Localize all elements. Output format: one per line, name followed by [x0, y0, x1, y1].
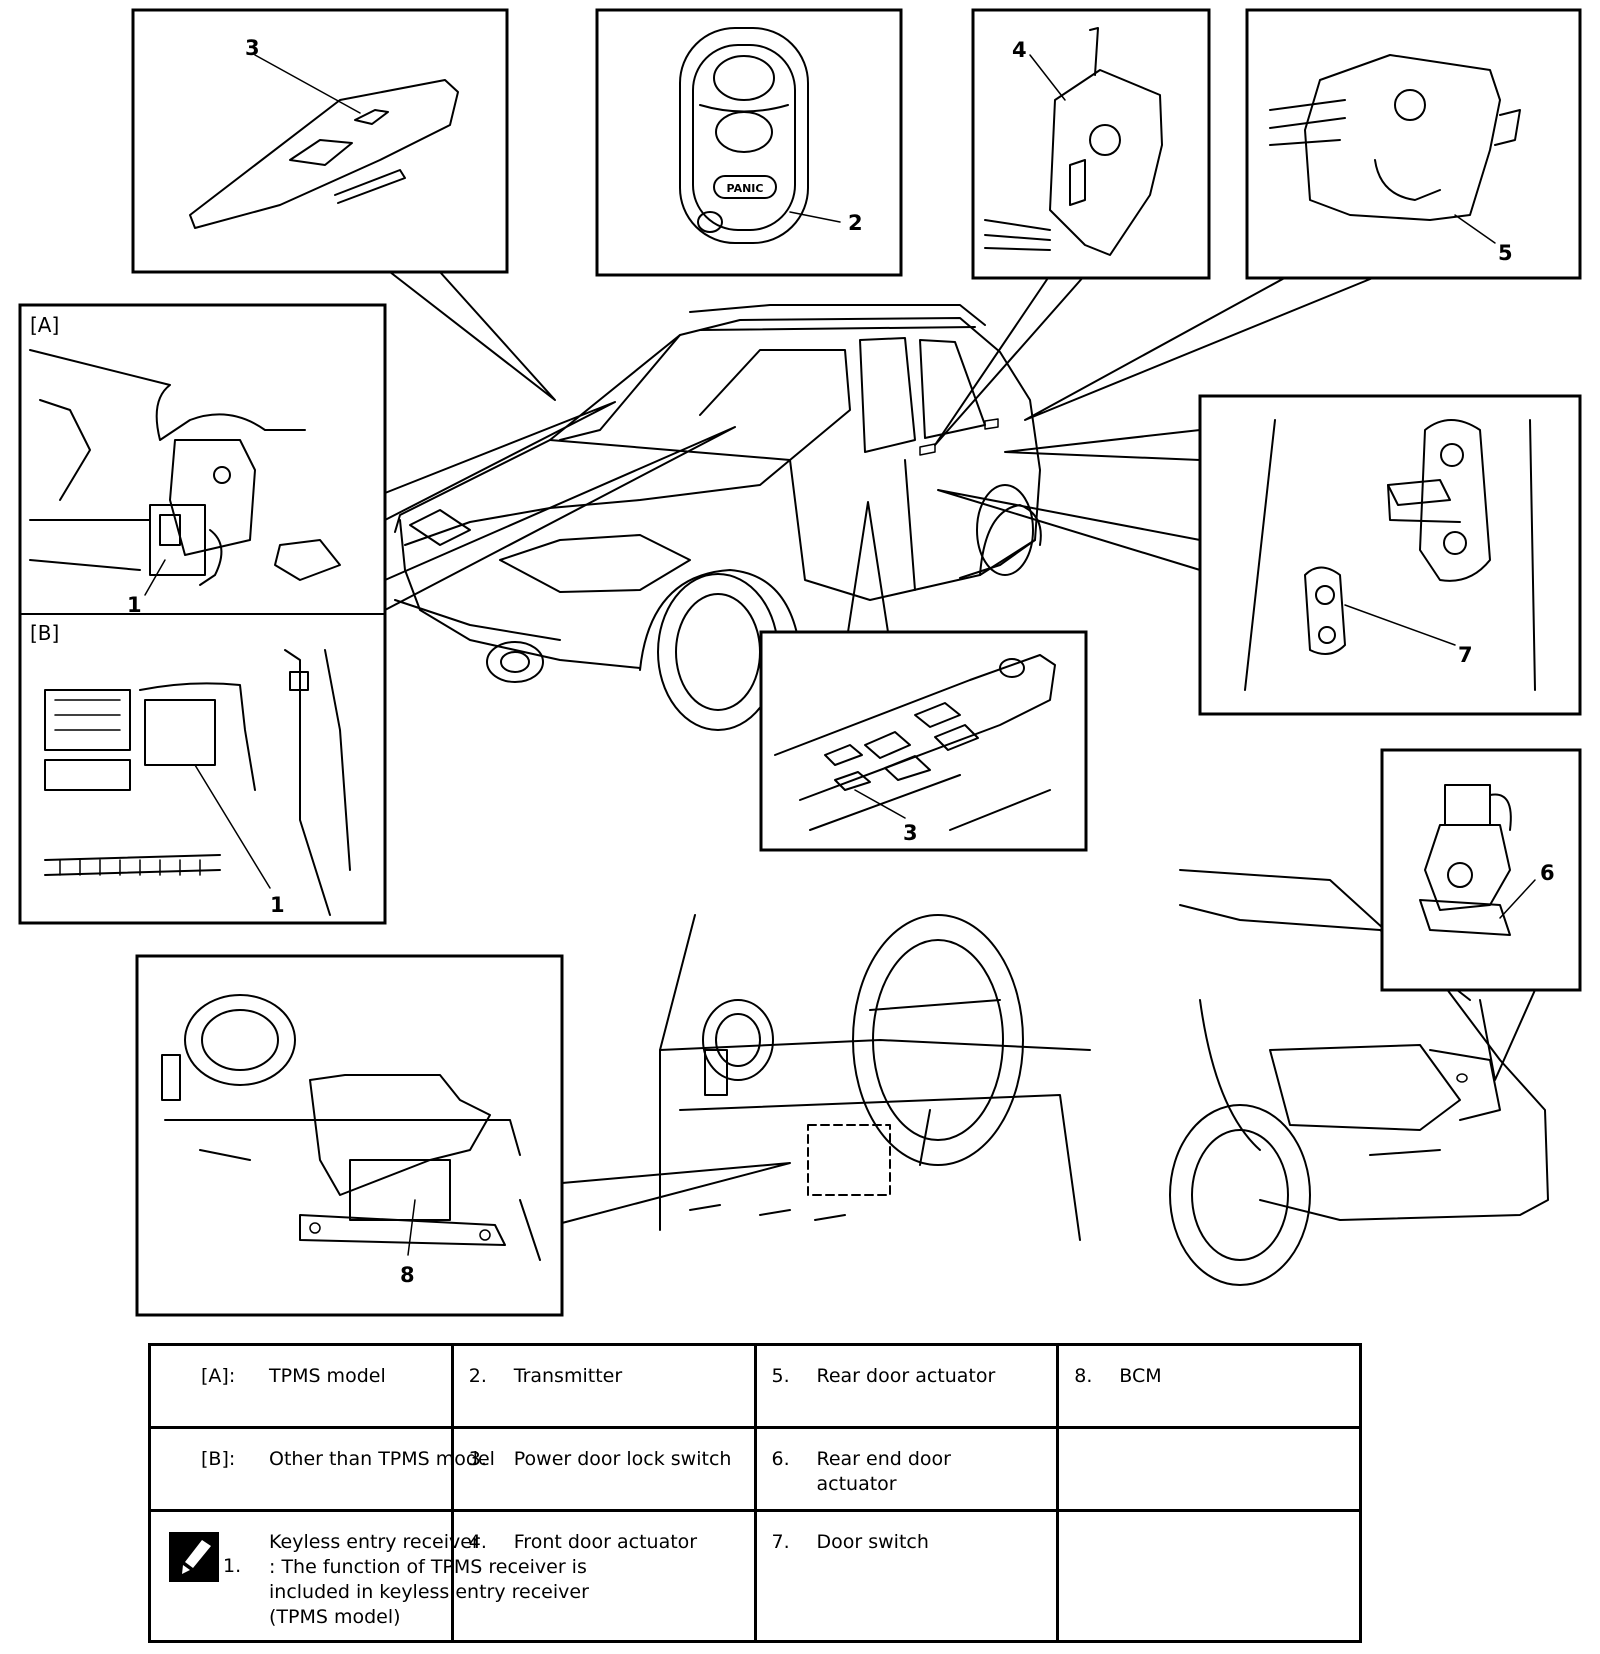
legend-text-tpms-model: TPMS model — [269, 1365, 386, 1387]
legend-note-tpms-receiver: : The function of TPMS receiver is inclu… — [269, 1556, 589, 1628]
inset-keyless-entry-receiver: [A] [B] 1 1 — [18, 303, 387, 925]
legend-cell: [A]: TPMS model — [148, 1343, 454, 1429]
legend-cell-empty — [1056, 1426, 1362, 1512]
callout-2: 2 — [848, 211, 863, 235]
leader-lines — [384, 271, 1536, 1224]
legend-row: [B]: Other than TPMS model 3. Power door… — [148, 1426, 1362, 1512]
legend-key-1: 1. — [223, 1555, 242, 1577]
legend-table: [A]: TPMS model 2. Transmitter 5. Rear d… — [148, 1343, 1362, 1643]
legend-row: [A]: TPMS model 2. Transmitter 5. Rear d… — [148, 1343, 1362, 1429]
panic-button-text: PANIC — [727, 182, 764, 195]
callout-1-a: 1 — [127, 593, 142, 617]
inset-bcm: 8 — [135, 954, 564, 1317]
legend-cell: 5. Rear door actuator — [753, 1343, 1060, 1429]
legend-row: 1. Keyless entry receiver : The function… — [148, 1509, 1362, 1643]
callout-1-b: 1 — [270, 893, 285, 917]
legend-cell: [B]: Other than TPMS model — [148, 1426, 495, 1512]
inset-door-switch: 7 — [1198, 394, 1582, 716]
inset-power-door-lock-switch-top: 3 — [131, 8, 509, 274]
vehicle-front-view — [394, 304, 1042, 731]
inset-power-door-lock-switch-driver: 3 — [759, 630, 1088, 852]
legend-cell: 6. Rear end door actuator — [753, 1426, 1060, 1512]
legend-key-3: 3. — [468, 1448, 487, 1470]
callout-5: 5 — [1498, 241, 1513, 265]
legend-cell: 2. Transmitter — [450, 1343, 757, 1429]
legend-text-door-switch: Door switch — [816, 1531, 929, 1553]
legend-cell-empty — [1056, 1509, 1362, 1643]
callout-3-mid: 3 — [903, 821, 918, 845]
legend-cell: 8. BCM — [1056, 1343, 1362, 1429]
legend-key-4: 4. — [468, 1531, 487, 1553]
callout-7: 7 — [1458, 643, 1473, 667]
legend-key-6: 6. — [771, 1448, 790, 1470]
callout-4: 4 — [1012, 38, 1027, 62]
legend-key-7: 7. — [771, 1531, 790, 1553]
legend-text-keyless-entry-receiver: Keyless entry receiver — [269, 1531, 480, 1553]
legend-key-b: [B]: — [201, 1448, 236, 1470]
legend-key-8: 8. — [1074, 1365, 1093, 1387]
legend-cell: 4. Front door actuator — [450, 1509, 757, 1643]
dashboard-view — [659, 914, 1091, 1241]
legend-text-bcm: BCM — [1119, 1365, 1162, 1387]
legend-text-rear-door-actuator: Rear door actuator — [816, 1365, 996, 1387]
inset-rear-end-door-actuator: 6 — [1380, 748, 1582, 992]
legend-cell: 1. Keyless entry receiver : The function… — [148, 1509, 589, 1643]
legend-text-front-door-actuator: Front door actuator — [513, 1531, 698, 1553]
legend-text-transmitter: Transmitter — [513, 1365, 623, 1387]
legend-key-2: 2. — [468, 1365, 487, 1387]
legend-text-power-door-lock-switch: Power door lock switch — [513, 1448, 732, 1470]
callout-3-top: 3 — [245, 36, 260, 60]
callout-6: 6 — [1540, 861, 1555, 885]
legend-key-a: [A]: — [201, 1365, 236, 1387]
inset-transmitter: PANIC 2 — [595, 8, 903, 277]
legend-cell: 3. Power door lock switch — [450, 1426, 757, 1512]
inset-front-door-actuator: 4 — [971, 8, 1211, 280]
callout-8: 8 — [400, 1263, 415, 1287]
note-icon — [169, 1532, 219, 1582]
view-label-a: [A] — [30, 313, 59, 337]
view-label-b: [B] — [30, 621, 59, 645]
legend-text-other-model: Other than TPMS model — [269, 1448, 495, 1470]
legend-key-5: 5. — [771, 1365, 790, 1387]
legend-text-rear-end-door-actuator: Rear end door actuator — [816, 1448, 951, 1495]
inset-rear-door-actuator: 5 — [1245, 8, 1582, 280]
legend-cell: 7. Door switch — [753, 1509, 1060, 1643]
